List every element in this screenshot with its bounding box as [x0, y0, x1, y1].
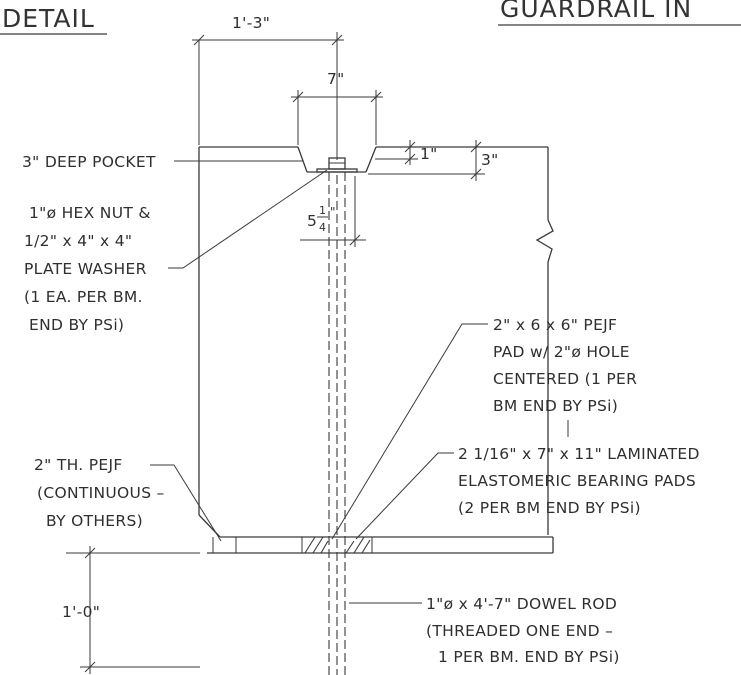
- callout-dowel-rod: 1"ø x 4'-7" DOWEL ROD (THREADED ONE END …: [349, 595, 620, 666]
- dim-pocket-width: 7": [291, 70, 383, 145]
- title-guardrail: GUARDRAIL IN: [500, 0, 692, 23]
- elastomeric-bearing-pads: [301, 536, 373, 554]
- label-th-pejf-line2: (CONTINUOUS –: [37, 484, 165, 502]
- dowel-rod: [328, 172, 346, 675]
- dim-bottom-height: 1'-0": [62, 546, 200, 674]
- dim-width-label: 1'-3": [232, 14, 270, 32]
- dim-edge-offset-label: 1": [420, 145, 438, 163]
- label-hex-nut-line2: 1/2" x 4" x 4": [24, 232, 132, 250]
- label-th-pejf-line3: BY OTHERS): [46, 512, 143, 530]
- label-pejf-pad-line1: 2" x 6 x 6" PEJF: [493, 316, 617, 334]
- dim-nut-depth-den: 4: [319, 221, 326, 234]
- dim-pocket-depth: 1" 3": [368, 140, 499, 181]
- dim-pocket-depth-label: 3": [481, 151, 499, 169]
- callout-pejf-pad: 2" x 6 x 6" PEJF PAD w/ 2"ø HOLE CENTERE…: [331, 316, 637, 540]
- dim-bottom-height-label: 1'-0": [62, 603, 100, 621]
- label-dowel-rod-line3: 1 PER BM. END BY PSi): [438, 648, 620, 666]
- callout-deep-pocket: 3" DEEP POCKET: [22, 153, 303, 171]
- label-hex-nut-line1: 1"ø HEX NUT &: [29, 204, 151, 222]
- label-deep-pocket: 3" DEEP POCKET: [22, 153, 156, 171]
- label-hex-nut-line4: (1 EA. PER BM.: [24, 288, 143, 306]
- label-pejf-pad-line4: BM END BY PSi): [493, 397, 618, 415]
- label-dowel-rod-line1: 1"ø x 4'-7" DOWEL ROD: [426, 595, 617, 613]
- label-bearing-pads-line1: 2 1/16" x 7" x 11" LAMINATED: [458, 445, 700, 463]
- label-bearing-pads-line3: (2 PER BM END BY PSi): [458, 499, 641, 517]
- label-th-pejf-line1: 2" TH. PEJF: [34, 456, 123, 474]
- dim-nut-depth-inch: ": [330, 205, 336, 219]
- bearing-seat: [207, 537, 554, 554]
- callout-th-pejf: 2" TH. PEJF (CONTINUOUS – BY OTHERS): [34, 456, 222, 542]
- hex-nut: [316, 157, 358, 173]
- label-hex-nut-line5: END BY PSi): [29, 316, 124, 334]
- label-hex-nut-line3: PLATE WASHER: [24, 260, 147, 278]
- dim-pocket-width-label: 7": [327, 70, 345, 88]
- dim-nut-depth-whole: 5: [307, 212, 317, 230]
- label-bearing-pads-line2: ELASTOMERIC BEARING PADS: [458, 472, 696, 490]
- callout-hex-nut: 1"ø HEX NUT & 1/2" x 4" x 4" PLATE WASHE…: [24, 169, 328, 334]
- dim-nut-depth-num: 1: [319, 204, 326, 217]
- dim-width: 1'-3": [192, 14, 344, 160]
- title-detail: DETAIL: [2, 4, 95, 33]
- label-dowel-rod-line2: (THREADED ONE END –: [426, 622, 613, 640]
- callout-bearing-pads: 2 1/16" x 7" x 11" LAMINATED ELASTOMERIC…: [355, 445, 700, 540]
- label-pejf-pad-line2: PAD w/ 2"ø HOLE: [493, 343, 630, 361]
- label-pejf-pad-line3: CENTERED (1 PER: [493, 370, 637, 388]
- pejf-continuous-pad: [212, 537, 237, 553]
- dim-nut-depth: 5 1 4 ": [300, 176, 366, 247]
